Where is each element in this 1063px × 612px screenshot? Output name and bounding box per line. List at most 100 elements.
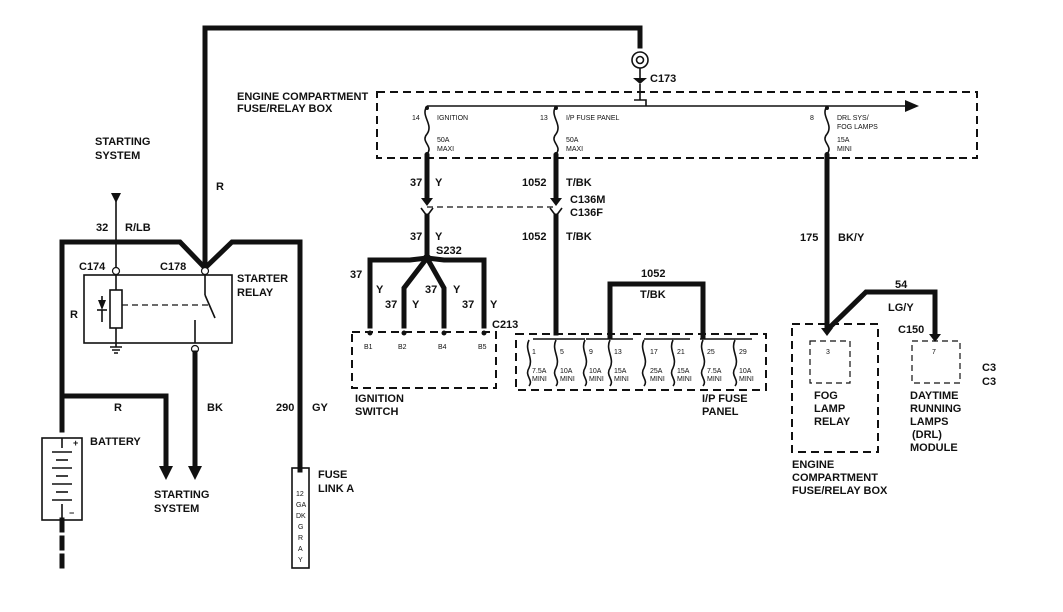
fuse-14: 14 IGNITION 50A MAXI bbox=[412, 105, 468, 156]
ground-arrow-icon bbox=[111, 193, 121, 203]
starting-system-label-bottom-2: SYSTEM bbox=[154, 503, 199, 515]
fuse-link-text-5: R bbox=[298, 535, 303, 542]
svg-text:1: 1 bbox=[532, 349, 536, 356]
svg-text:MINI: MINI bbox=[707, 376, 722, 383]
ignition-pins: B1 B2 B4 B5 bbox=[364, 330, 487, 351]
wire-37-color-4: Y bbox=[412, 299, 420, 311]
drl-module-pin: 7 bbox=[932, 349, 936, 356]
s232-label: S232 bbox=[436, 245, 462, 257]
engine-compartment-box-lower bbox=[791, 323, 879, 453]
ip-fuse-5: 5 10A MINI bbox=[553, 339, 575, 387]
ip-fuse-25: 25 7.5A MINI bbox=[700, 339, 722, 387]
svg-text:25A: 25A bbox=[650, 368, 663, 375]
wire-1052-number-1: 1052 bbox=[522, 177, 546, 189]
wire-37-number-6: 37 bbox=[462, 299, 474, 311]
ip-fuse-panel-box bbox=[515, 333, 767, 391]
wire-r-battery-label: R bbox=[114, 402, 122, 414]
svg-text:29: 29 bbox=[739, 349, 747, 356]
c178-pin bbox=[200, 266, 210, 276]
svg-text:9: 9 bbox=[589, 349, 593, 356]
c136-connector-icon-left bbox=[421, 198, 433, 206]
relay-diode-icon bbox=[98, 300, 106, 310]
wire-54-number: 54 bbox=[895, 279, 908, 291]
c173-ring-terminal bbox=[631, 51, 649, 69]
svg-text:5: 5 bbox=[560, 349, 564, 356]
engine-box-lower-label-2: COMPARTMENT bbox=[792, 472, 878, 484]
wire-37-number-1: 37 bbox=[410, 177, 422, 189]
wire-1052-number-2: 1052 bbox=[522, 231, 546, 243]
ip-fuse-17: 17 25A MINI bbox=[641, 339, 665, 387]
wire-r-battery bbox=[59, 393, 169, 471]
c178-label: C178 bbox=[160, 261, 186, 273]
c173-bend bbox=[634, 99, 647, 106]
c173-connector-icon bbox=[633, 78, 647, 84]
svg-text:MINI: MINI bbox=[837, 146, 852, 153]
svg-text:MINI: MINI bbox=[614, 376, 629, 383]
bk-arrow-icon bbox=[188, 466, 202, 480]
wire-175-color: BK/Y bbox=[838, 232, 865, 244]
wire-r-left-label: R bbox=[70, 309, 78, 321]
svg-text:MINI: MINI bbox=[677, 376, 692, 383]
ip-fuses: 1 7.5A MINI 5 10A MINI 9 10A MINI 13 15A… bbox=[526, 339, 754, 387]
ip-fuse-29: 29 10A MINI bbox=[732, 339, 754, 387]
svg-text:14: 14 bbox=[412, 115, 420, 122]
starting-system-label-bottom: STARTING bbox=[154, 489, 209, 501]
ign-pin-b5: B5 bbox=[478, 344, 487, 351]
svg-text:MINI: MINI bbox=[739, 376, 754, 383]
fuse-link-text-7: Y bbox=[298, 557, 303, 564]
ignition-circuit: 37 Y 37 Y S232 37 Y 37 Y 37 Y 37 Y C213 … bbox=[350, 153, 556, 418]
svg-text:50A: 50A bbox=[566, 137, 579, 144]
engine-compartment-box bbox=[376, 91, 978, 159]
fuse-link-text-4: G bbox=[298, 524, 303, 531]
ip-fuse-21: 21 15A MINI bbox=[670, 339, 692, 387]
engine-compartment-section: C173 ENGINE COMPARTMENT FUSE/RELAY BOX 1… bbox=[237, 51, 978, 159]
wire-37-number-3: 37 bbox=[350, 269, 362, 281]
wire-37-number-4: 37 bbox=[385, 299, 397, 311]
fuse-13: 13 I/P FUSE PANEL 50A MAXI bbox=[540, 105, 620, 156]
c150-label: C150 bbox=[898, 324, 924, 336]
fuse-link-text-2: GA bbox=[296, 502, 306, 509]
c174-pin bbox=[111, 266, 121, 276]
wire-1052-jumper bbox=[607, 281, 706, 339]
wire-37-color-3: Y bbox=[376, 284, 384, 296]
svg-text:MINI: MINI bbox=[650, 376, 665, 383]
svg-text:MINI: MINI bbox=[560, 376, 575, 383]
c136-connector-icon-right bbox=[550, 198, 562, 206]
starter-relay-label-1: STARTER bbox=[237, 273, 288, 285]
starting-system-section: STARTING SYSTEM 32 R/LB R R C174 C178 bbox=[41, 25, 643, 573]
wire-37-number-2: 37 bbox=[410, 231, 422, 243]
svg-text:IGNITION: IGNITION bbox=[437, 115, 468, 122]
fuse-link-text-6: A bbox=[298, 546, 303, 553]
ignition-switch-box bbox=[351, 331, 497, 389]
wire-32-number: 32 bbox=[96, 222, 108, 234]
svg-text:10A: 10A bbox=[560, 368, 573, 375]
svg-text:FOG LAMPS: FOG LAMPS bbox=[837, 124, 878, 131]
svg-text:25: 25 bbox=[707, 349, 715, 356]
c136f-label: C136F bbox=[570, 207, 603, 219]
fog-relay-pin: 3 bbox=[826, 349, 830, 356]
engine-box-label-1: ENGINE COMPARTMENT bbox=[237, 91, 368, 103]
fog-relay-label-2: LAMP bbox=[814, 403, 845, 415]
wire-r-top-label: R bbox=[216, 181, 224, 193]
wire-290-number: 290 bbox=[276, 402, 294, 414]
engine-box-lower-label-3: FUSE/RELAY BOX bbox=[792, 485, 888, 497]
battery-plus: + bbox=[73, 438, 78, 448]
wire-32-color: R/LB bbox=[125, 222, 151, 234]
battery-label: BATTERY bbox=[90, 436, 141, 448]
ignition-switch-label-2: SWITCH bbox=[355, 406, 398, 418]
svg-text:15A: 15A bbox=[837, 137, 850, 144]
drl-label-1: DAYTIME bbox=[910, 390, 959, 402]
starter-relay-box bbox=[83, 274, 233, 344]
wire-1052-color-2: T/BK bbox=[566, 231, 592, 243]
c173-ring-inner bbox=[635, 55, 645, 65]
ip-panel-label-1: I/P FUSE bbox=[702, 393, 748, 405]
wire-37-color-2: Y bbox=[435, 231, 443, 243]
svg-text:10A: 10A bbox=[589, 368, 602, 375]
wire-r-left bbox=[59, 239, 209, 433]
wire-r-top bbox=[202, 25, 643, 271]
fuse-link-box bbox=[291, 467, 310, 569]
svg-text:DRL SYS/: DRL SYS/ bbox=[837, 115, 869, 122]
engine-box-label-2: FUSE/RELAY BOX bbox=[237, 103, 333, 115]
fog-drl-circuit: 175 BK/Y 54 LG/Y C150 3 FOG LAMP RELAY E… bbox=[791, 153, 996, 497]
